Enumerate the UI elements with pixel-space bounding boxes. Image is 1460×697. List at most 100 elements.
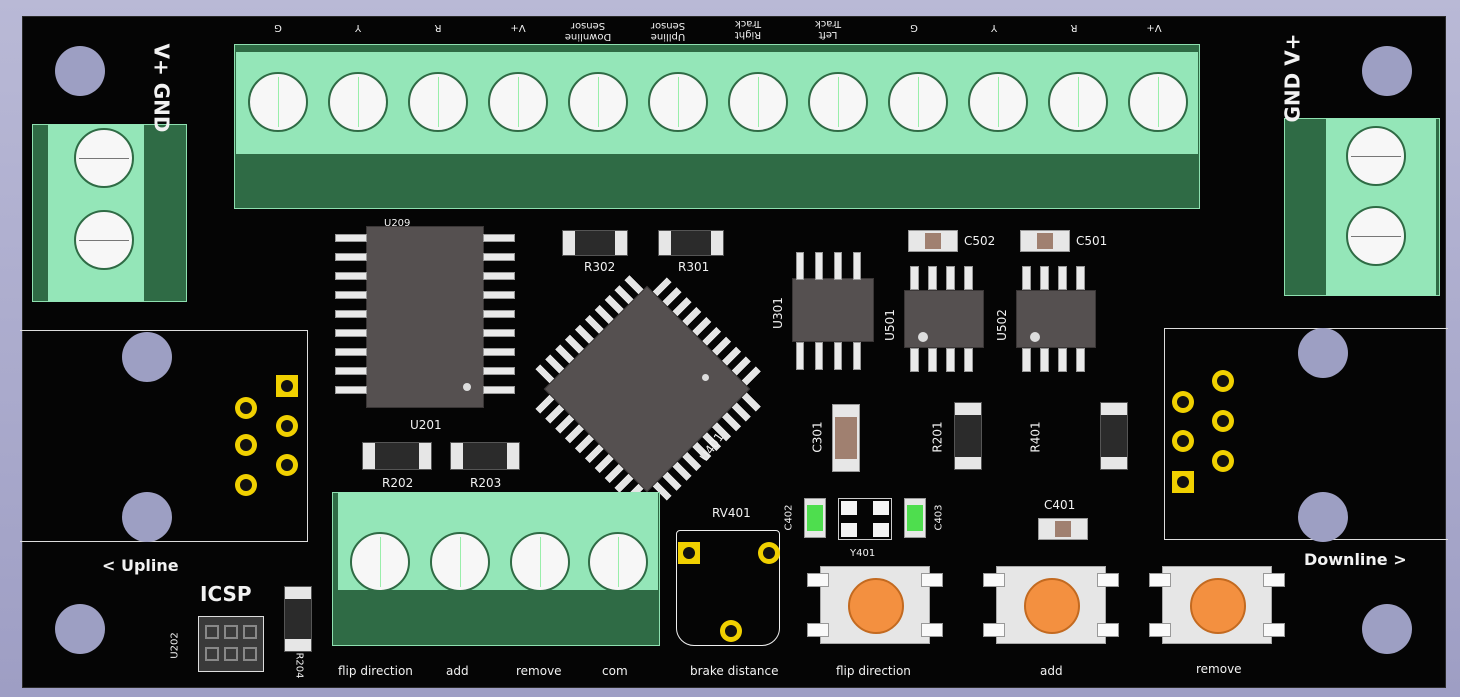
remove-button[interactable] [1149, 566, 1285, 644]
top-pin-label: Uplline Sensor [650, 20, 686, 42]
mounting-hole [55, 604, 105, 654]
ic-u401 [515, 257, 778, 520]
button-cap[interactable] [1190, 578, 1246, 634]
ref-label: C301 [810, 421, 825, 453]
top-pin-label: V+ [510, 22, 526, 33]
pad [678, 542, 700, 564]
terminal-screw [1128, 72, 1188, 132]
pad [720, 620, 742, 642]
ref-label: R202 [382, 476, 414, 490]
ref-label: U502 [994, 309, 1009, 341]
bottom-pin-label: remove [516, 664, 562, 678]
terminal-screw [728, 72, 788, 132]
pad [1212, 450, 1234, 472]
capacitor-c402 [804, 498, 826, 538]
terminal-screw [808, 72, 868, 132]
resistor-r203 [450, 442, 520, 470]
rj-hole [1298, 328, 1348, 378]
flip-direction-button[interactable] [807, 566, 943, 644]
bottom-pin-label: flip direction [338, 664, 413, 678]
top-pin-label: Right Track [734, 18, 762, 40]
ic-u301 [792, 278, 874, 342]
pad [276, 375, 298, 397]
ref-label: U201 [410, 418, 442, 432]
rj-hole [1298, 492, 1348, 542]
resistor-r204 [284, 586, 312, 652]
ref-label: C501 [1076, 234, 1108, 248]
terminal-screw [488, 72, 548, 132]
ref-label: C401 [1044, 498, 1076, 512]
terminal-screw [430, 532, 490, 592]
terminal-screw [248, 72, 308, 132]
pad [1172, 391, 1194, 413]
mounting-hole [1362, 604, 1412, 654]
crystal-y401 [838, 498, 892, 540]
ref-label: RV401 [712, 506, 751, 520]
pad [235, 397, 257, 419]
ref-label: R302 [584, 260, 616, 274]
downline-rj-connector [1164, 328, 1448, 540]
pad [276, 415, 298, 437]
terminal-screw [74, 210, 134, 270]
terminal-screw [74, 128, 134, 188]
ref-label: U202 [169, 632, 181, 659]
pcb-board: G Y R V+ Downline Sensor Uplline Sensor … [20, 16, 1448, 688]
mounting-hole [1362, 46, 1412, 96]
top-pin-label: Y [990, 22, 998, 33]
ic-u502 [1016, 290, 1096, 348]
pad [1172, 430, 1194, 452]
terminal-screw [510, 532, 570, 592]
resistor-r401 [1100, 402, 1128, 470]
terminal-screw [408, 72, 468, 132]
top-pin-label: G [274, 22, 282, 33]
terminal-top [236, 52, 1198, 154]
downline-label: Downline > [1304, 550, 1407, 569]
button-cap[interactable] [1024, 578, 1080, 634]
potentiometer-rv401[interactable] [676, 530, 780, 646]
ref-label: Y401 [850, 548, 876, 559]
pad [758, 542, 780, 564]
rj-hole [122, 332, 172, 382]
pin1-marker [702, 374, 709, 381]
rj-hole [122, 492, 172, 542]
terminal-screw [1048, 72, 1108, 132]
top-pin-label: R [434, 22, 442, 33]
top-pin-label: R [1070, 22, 1078, 33]
terminal-screw [1346, 126, 1406, 186]
ref-label: U209 [384, 218, 411, 229]
pad [1212, 410, 1234, 432]
ref-label: R201 [930, 421, 945, 453]
capacitor-c501 [1020, 230, 1070, 252]
pin1-marker [918, 332, 928, 342]
button-label: remove [1196, 662, 1242, 676]
capacitor-c502 [908, 230, 958, 252]
resistor-r201 [954, 402, 982, 470]
button-label: flip direction [836, 664, 911, 678]
terminal-screw [968, 72, 1028, 132]
capacitor-c301 [832, 404, 860, 472]
pin1-marker [1030, 332, 1040, 342]
top-pin-label: Downline Sensor [564, 20, 612, 42]
capacitor-c401 [1038, 518, 1088, 540]
mounting-hole [55, 46, 105, 96]
terminal-screw [350, 532, 410, 592]
terminal-screw [328, 72, 388, 132]
button-label: add [1040, 664, 1063, 678]
right-power-label: GND V+ [1280, 33, 1305, 123]
top-pin-label: G [910, 22, 918, 33]
icsp-header[interactable] [198, 616, 264, 672]
pin1-marker [463, 383, 471, 391]
resistor-r301 [658, 230, 724, 256]
button-cap[interactable] [848, 578, 904, 634]
pad [276, 454, 298, 476]
terminal-screw [588, 532, 648, 592]
ic-u209 [366, 226, 484, 408]
top-pin-label: V+ [1146, 22, 1162, 33]
add-button[interactable] [983, 566, 1119, 644]
pad [235, 474, 257, 496]
ref-label: C502 [964, 234, 996, 248]
terminal-screw [648, 72, 708, 132]
resistor-r302 [562, 230, 628, 256]
icsp-label: ICSP [200, 582, 252, 606]
pad [1172, 471, 1194, 493]
